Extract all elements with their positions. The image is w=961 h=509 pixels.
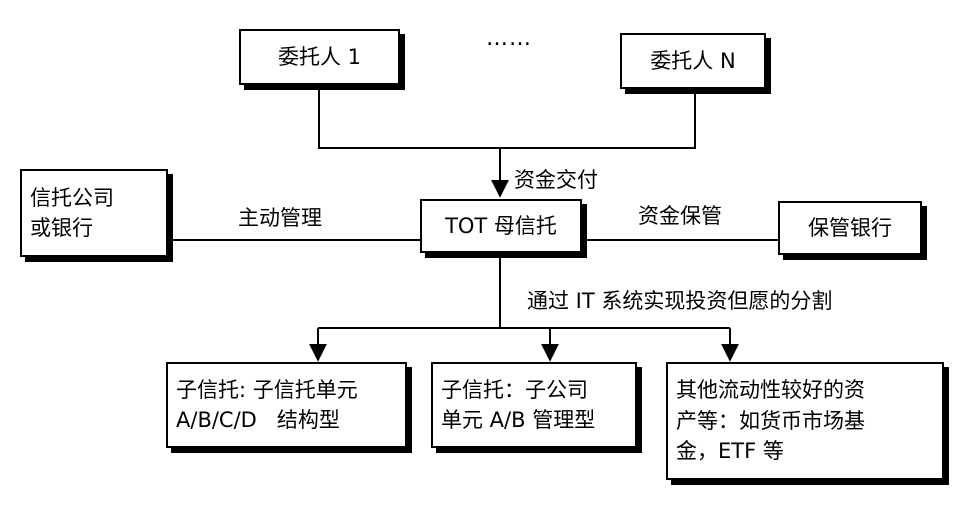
custodian-bank-label: 保管银行 [808, 215, 892, 240]
custodian-bank-box: 保管银行 [778, 201, 922, 255]
client-1-label: 委托人 1 [277, 44, 362, 69]
sub-trust-structured-line-1: 子信托: 子信托单元 [176, 377, 358, 402]
ellipsis-label: …… [486, 26, 532, 51]
other-assets-line-1: 其他流动性较好的资 [676, 378, 865, 403]
tot-parent-trust-label: TOT 母信托 [445, 213, 557, 238]
other-assets-box: 其他流动性较好的资 产等：如货币市场基 金，ETF 等 [666, 362, 944, 480]
it-split-label: 通过 IT 系统实现投资但愿的分割 [527, 289, 833, 313]
client-n-line [500, 89, 696, 149]
trust-company-line-1: 信托公司 [30, 185, 114, 210]
other-assets-line-2: 产等：如货币市场基 [676, 408, 865, 433]
client-n-box: 委托人 N [620, 33, 766, 89]
sub-trust-structured-box: 子信托: 子信托单元 A/B/C/D 结构型 [166, 362, 407, 448]
client-1-line [318, 85, 500, 149]
sub-trust-managed-box: 子信托：子公司 单元 A/B 管理型 [431, 362, 637, 448]
active-management-label: 主动管理 [238, 206, 322, 230]
client-1-box: 委托人 1 [239, 29, 400, 85]
trust-company-line-2: 或银行 [30, 216, 93, 240]
sub-trust-managed-line-2: 单元 A/B 管理型 [441, 408, 596, 432]
sub-trust-managed-line-1: 子信托：子公司 [441, 377, 588, 402]
trust-company-box: 信托公司 或银行 [20, 169, 168, 257]
fund-custody-label: 资金保管 [638, 204, 722, 228]
tot-parent-trust-box: TOT 母信托 [420, 199, 582, 253]
sub-trust-structured-line-2: A/B/C/D 结构型 [176, 408, 340, 432]
fund-delivery-label: 资金交付 [514, 168, 598, 192]
client-n-label: 委托人 N [650, 48, 736, 73]
other-assets-line-3: 金，ETF 等 [676, 439, 784, 464]
